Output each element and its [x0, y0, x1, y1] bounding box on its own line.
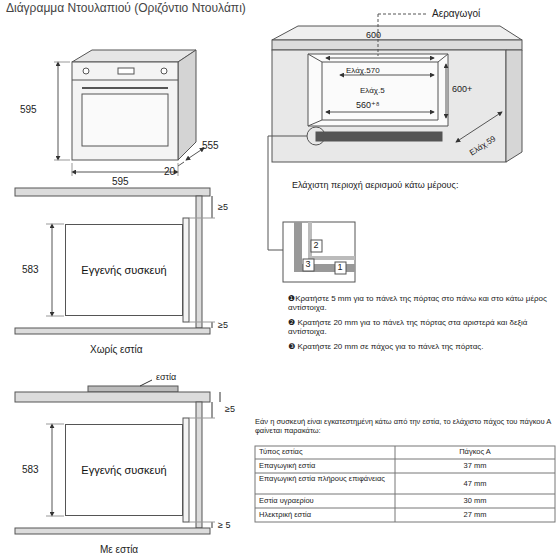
label: ≥5: [218, 320, 228, 330]
node-text: Εγγενής συσκευή: [81, 264, 166, 276]
label: 583: [22, 264, 39, 276]
label: 37 mm: [398, 462, 552, 471]
label: Ηλεκτρική εστία: [259, 511, 389, 520]
node-text: Εγγενής συσκευή: [81, 464, 166, 476]
appliance-box: Εγγενής συσκευή: [65, 224, 183, 316]
label: Χωρίς εστία: [90, 344, 143, 356]
appliance-box: Εγγενής συσκευή: [65, 424, 183, 516]
label: 560⁺⁸: [356, 100, 380, 110]
label: ≥5: [225, 404, 235, 414]
page-title: Διάγραμμα Ντουλαπιού (Οριζόντιο Ντουλάπι…: [6, 1, 246, 15]
label: 20: [164, 166, 175, 178]
label: ≥5: [218, 202, 228, 212]
label: 2: [314, 240, 319, 250]
section-no-hob: [15, 188, 215, 334]
table-grid: [255, 446, 555, 522]
label: 27 mm: [398, 511, 552, 520]
label: Ελάχ.59: [468, 134, 497, 158]
label: Ελάχ.570: [346, 66, 380, 75]
label: ❸ Κρατήστε 20 mm σε πάχος για το πάνελ τ…: [288, 342, 556, 351]
label: Επαγωγική εστία: [259, 462, 389, 471]
label: ❶Κρατήστε 5 mm για το πάνελ της πόρτας σ…: [288, 294, 556, 312]
label: Αεραγωγοί: [432, 8, 480, 20]
label: 600: [366, 30, 381, 40]
label: 595: [20, 104, 37, 116]
label: Ελάχ.5: [360, 86, 385, 95]
label: Εστία υγραερίου: [259, 497, 389, 506]
oven-drawing: [54, 50, 204, 176]
label: ≥ 5: [218, 520, 230, 530]
label: Εάν η συσκευή είναι εγκατεστημένη κάτω α…: [255, 418, 555, 435]
label: 583: [22, 464, 39, 476]
label: Με εστία: [100, 544, 138, 556]
label: 3: [306, 259, 311, 269]
label: 600+: [452, 84, 472, 94]
label: 30 mm: [398, 497, 552, 506]
label: Τύπος εστίας: [259, 448, 389, 457]
label: 47 mm: [398, 480, 552, 489]
label: 595: [112, 176, 129, 188]
label: ❷ Κρατήστε 20 mm για το πάνελ της πόρτας…: [288, 318, 556, 336]
cabinet-drawing: [268, 14, 522, 250]
label: Ελάχιστη περιοχή αερισμού κάτω μέρους:: [292, 180, 458, 190]
label: εστία: [156, 372, 176, 382]
label: Επαγωγική εστία πλήρους επιφάνειας: [259, 475, 389, 484]
label: 555: [202, 140, 219, 152]
label: Πάγκος Α: [398, 448, 552, 457]
label: 1: [338, 262, 343, 272]
section-with-hob: [15, 380, 220, 534]
vent-detail: [283, 222, 355, 282]
